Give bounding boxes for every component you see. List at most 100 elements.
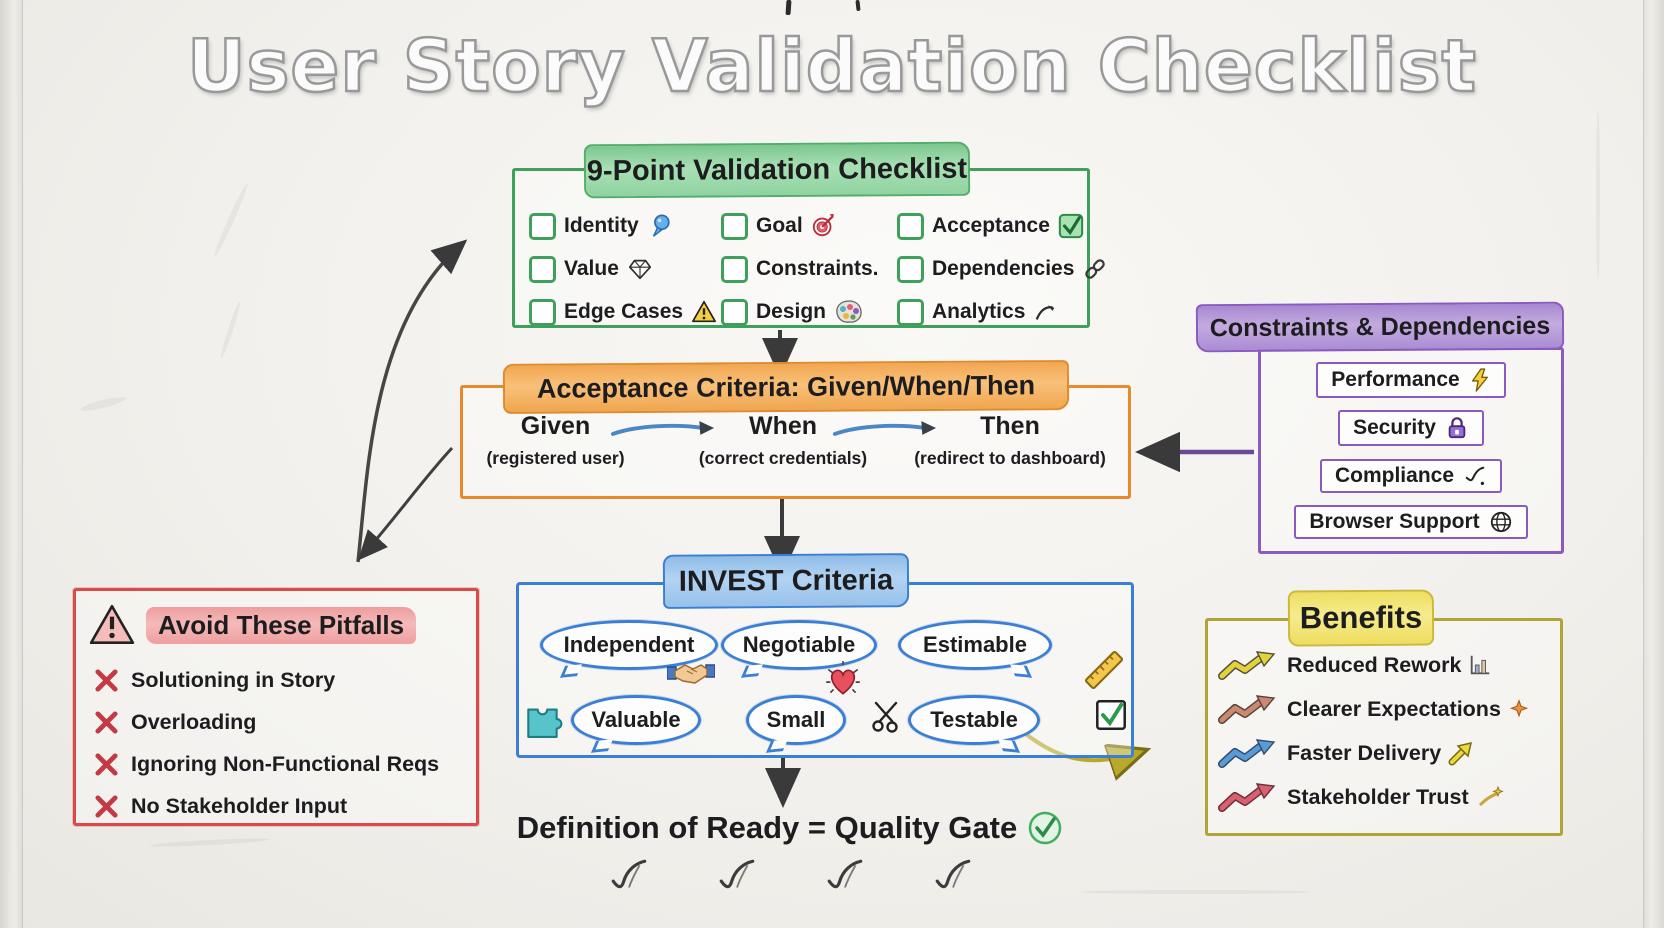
curved-arrow-down-to-pitfalls xyxy=(358,446,454,561)
pen-mark xyxy=(785,0,792,16)
smudge xyxy=(79,394,127,414)
warning-icon xyxy=(692,300,717,323)
curved-arrow-up-to-checklist xyxy=(356,239,468,563)
trend-arrow-icon xyxy=(1036,305,1055,320)
pitfalls-title: Avoid These Pitfalls xyxy=(146,606,417,644)
invest-item-valuable: Valuable xyxy=(571,695,701,745)
x-icon xyxy=(95,668,118,692)
invest-item-negotiable: Negotiable xyxy=(721,620,877,670)
checkbox-icon xyxy=(897,298,924,326)
checklist-item-acceptance: Acceptance xyxy=(897,209,1093,243)
gwt-step-then: Then (redirect to dashboard) xyxy=(914,412,1106,468)
pin-icon xyxy=(652,214,670,237)
checkbox-icon xyxy=(529,255,556,283)
up-arrow-icon xyxy=(1448,741,1473,766)
checkmark-row xyxy=(608,856,974,898)
x-icon xyxy=(95,710,118,734)
invest-item-small: Small xyxy=(746,695,846,745)
x-icon xyxy=(95,794,118,818)
zigzag-arrow-icon xyxy=(1218,739,1276,768)
handwritten-check-icon xyxy=(719,859,755,889)
whiteboard-left-edge xyxy=(0,0,23,928)
smudge xyxy=(218,300,243,360)
constraints-title: Constraints & Dependencies xyxy=(1195,301,1565,353)
constraint-item-security: Security xyxy=(1338,410,1484,447)
x-icon xyxy=(95,752,118,776)
zigzag-arrow-icon xyxy=(1218,783,1276,812)
invest-item-testable: Testable xyxy=(908,695,1040,745)
zigzag-arrow-icon xyxy=(1218,695,1276,724)
target-icon xyxy=(812,213,834,237)
handwritten-check-icon xyxy=(611,859,647,889)
pitfall-item: Overloading xyxy=(94,701,468,743)
sparkle-icon xyxy=(1478,785,1504,807)
handwritten-check-icon xyxy=(827,859,863,889)
gwt-step-when: When (correct credentials) xyxy=(698,412,868,468)
checklist-item-edge-cases: Edge Cases xyxy=(529,295,721,329)
flow-arrow-icon xyxy=(610,421,715,436)
invest-title: INVEST Criteria xyxy=(662,553,910,609)
acceptance-criteria-title: Acceptance Criteria: Given/When/Then xyxy=(502,360,1070,414)
constraint-item-compliance: Compliance xyxy=(1319,458,1503,493)
constraints-panel: Performance Security Compliance Browser … xyxy=(1258,347,1564,554)
gwt-step-given: Given (registered user) xyxy=(486,412,625,468)
checklist-item-dependencies: Dependencies xyxy=(897,252,1106,286)
checkbox-icon xyxy=(721,298,748,326)
checkbox-icon xyxy=(897,255,924,283)
smudge xyxy=(1080,890,1310,894)
globe-icon xyxy=(1490,511,1511,532)
checkbox-icon xyxy=(529,298,556,326)
checklist-item-identity: Identity xyxy=(529,209,721,243)
handwritten-check-icon xyxy=(935,859,971,889)
invest-item-estimable: Estimable xyxy=(898,620,1052,670)
scissors-icon xyxy=(872,701,898,733)
benefit-item-faster-delivery: Faster Delivery xyxy=(1218,737,1474,769)
invest-item-independent: Independent xyxy=(540,620,718,670)
diamond-icon xyxy=(628,259,651,280)
constraint-item-performance: Performance xyxy=(1316,362,1506,399)
invest-panel: Independent Negotiable Estimable Valuabl… xyxy=(516,582,1134,758)
pitfall-item: No Stakeholder Input xyxy=(94,785,468,827)
flow-arrow-icon xyxy=(832,421,937,436)
warning-icon xyxy=(89,604,135,645)
pitfall-item: Solutioning in Story xyxy=(94,659,468,701)
zigzag-arrow-icon xyxy=(1218,651,1276,680)
checklist-grid: Identity Goal Acceptance Value Constrain xyxy=(515,171,1106,329)
validation-checklist-title: 9-Point Validation Checklist xyxy=(583,141,971,199)
quality-check-icon xyxy=(1028,811,1062,845)
pitfalls-header: Avoid These Pitfalls xyxy=(88,603,417,647)
page-title: User Story Validation Checklist xyxy=(186,23,1477,110)
spark-icon xyxy=(1509,699,1529,718)
quality-gate-statement: Definition of Ready = Quality Gate xyxy=(480,810,1100,846)
checklist-item-value: Value xyxy=(529,252,721,286)
chart-icon xyxy=(1471,655,1490,675)
palette-icon xyxy=(836,300,862,323)
puzzle-icon xyxy=(527,708,563,738)
check-mark-icon xyxy=(1465,466,1485,485)
checklist-item-constraints: Constraints. xyxy=(721,252,897,286)
smudge xyxy=(1596,110,1600,280)
benefit-item-clearer-expectations: Clearer Expectations xyxy=(1218,693,1530,725)
benefits-title: Benefits xyxy=(1287,589,1435,647)
benefits-panel: Reduced Rework Clearer Expectations Fast… xyxy=(1205,618,1563,836)
heart-icon xyxy=(826,661,860,695)
pitfall-item: Ignoring Non-Functional Reqs xyxy=(94,743,468,785)
checked-box-icon xyxy=(1096,700,1126,730)
lock-icon xyxy=(1448,417,1466,439)
checklist-item-design: Design xyxy=(721,295,897,329)
benefit-item-stakeholder-trust: Stakeholder Trust xyxy=(1218,781,1504,813)
smudge xyxy=(211,182,251,258)
benefit-item-reduced-rework: Reduced Rework xyxy=(1218,649,1492,681)
whiteboard-right-edge xyxy=(1643,0,1664,928)
checklist-item-analytics: Analytics xyxy=(897,295,1093,329)
checkbox-icon xyxy=(721,212,748,240)
checkbox-icon xyxy=(721,255,748,283)
smudge xyxy=(149,836,271,849)
pitfalls-panel: Avoid These Pitfalls Solutioning in Stor… xyxy=(73,588,479,826)
checklist-item-goal: Goal xyxy=(721,209,897,243)
pitfalls-list: Solutioning in Story Overloading Ignorin… xyxy=(94,659,468,827)
link-icon xyxy=(1085,259,1106,279)
lightning-icon xyxy=(1471,368,1488,392)
ruler-icon xyxy=(1084,650,1124,690)
checkbox-icon xyxy=(897,212,924,240)
